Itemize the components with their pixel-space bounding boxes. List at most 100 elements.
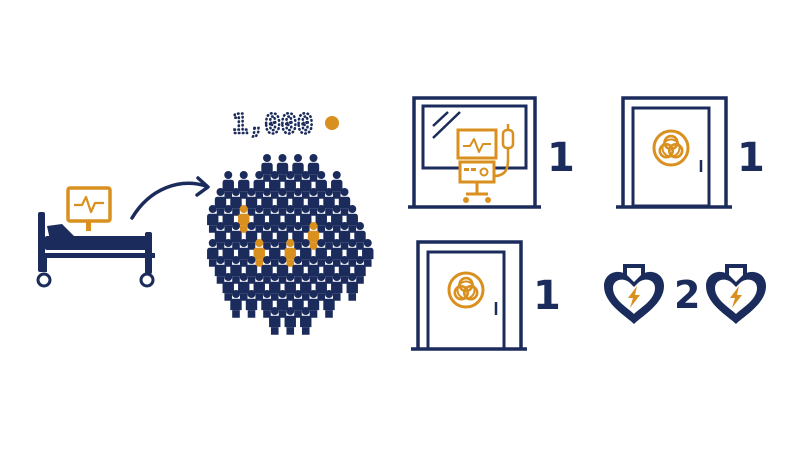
person-icon [346, 205, 358, 233]
defibrillator-heart-icon [706, 264, 766, 324]
person-icon [230, 222, 242, 250]
person-icon [284, 239, 296, 267]
person-icon [261, 188, 273, 216]
person-icon [300, 239, 312, 267]
curved-arrow-icon [130, 176, 210, 220]
people-crowd-icon [207, 154, 374, 335]
person-icon [253, 205, 265, 233]
isolation-room-top-count: 1 [737, 135, 765, 181]
person-icon [245, 222, 258, 250]
person-icon [300, 273, 312, 301]
person-icon [284, 273, 296, 301]
person-icon [315, 171, 327, 199]
person-icon [245, 290, 258, 318]
population-count-text: 1,000 [232, 109, 313, 140]
population-count: 1,000 [231, 108, 315, 142]
person-icon [207, 239, 219, 267]
person-icon [323, 256, 335, 284]
person-icon [253, 273, 265, 301]
person-icon [276, 256, 289, 284]
person-icon [307, 290, 320, 318]
person-icon [230, 256, 242, 284]
person-icon [307, 188, 320, 216]
person-icon [331, 239, 343, 267]
biohazard-room-top-icon [616, 96, 732, 209]
person-icon [300, 307, 312, 335]
person-icon [331, 205, 343, 233]
person-icon [323, 222, 335, 250]
person-icon [300, 205, 312, 233]
ventilator-room-icon [408, 96, 541, 209]
person-icon [269, 239, 281, 267]
person-icon [315, 273, 327, 301]
person-icon [214, 188, 227, 216]
person-icon [338, 256, 351, 284]
person-icon [222, 171, 234, 199]
person-icon [261, 154, 273, 182]
person-icon [214, 256, 227, 284]
person-icon [354, 222, 366, 250]
person-icon [315, 239, 327, 267]
person-icon [300, 171, 312, 199]
person-icon [346, 239, 358, 267]
person-icon [261, 222, 273, 250]
person-icon [331, 171, 343, 199]
person-icon [238, 239, 250, 267]
person-icon [245, 188, 258, 216]
person-icon [222, 239, 234, 267]
person-icon [307, 222, 320, 250]
person-icon [362, 239, 374, 267]
heart-monitor-icon [66, 186, 112, 231]
person-icon [261, 290, 273, 318]
person-icon [238, 171, 250, 199]
biohazard-symbol-icon [447, 271, 485, 309]
person-icon [292, 188, 304, 216]
person-icon [269, 307, 281, 335]
person-icon [222, 205, 234, 233]
ventilator-room-count: 1 [547, 135, 575, 181]
person-icon [315, 205, 327, 233]
person-icon [276, 154, 289, 182]
person-icon [323, 290, 335, 318]
person-icon [292, 256, 304, 284]
person-icon [261, 256, 273, 284]
person-icon [354, 256, 366, 284]
person-icon [338, 222, 351, 250]
person-icon [276, 188, 289, 216]
defibrillator-heart-icon [604, 264, 664, 324]
biohazard-symbol-icon [652, 129, 690, 167]
person-icon [307, 256, 320, 284]
person-icon [284, 307, 296, 335]
population-dot-icon [325, 116, 339, 130]
person-icon [276, 222, 289, 250]
person-icon [207, 205, 219, 233]
person-icon [292, 154, 304, 182]
defibrillator-count: 2 [674, 273, 701, 317]
isolation-room-bottom-count: 1 [533, 273, 561, 319]
person-icon [276, 290, 289, 318]
person-icon [331, 273, 343, 301]
person-icon [338, 188, 351, 216]
person-icon [214, 222, 227, 250]
biohazard-room-bottom-icon [411, 240, 527, 351]
person-icon [253, 239, 265, 267]
person-icon [269, 171, 281, 199]
person-icon [238, 205, 250, 233]
person-icon [230, 188, 242, 216]
person-icon [284, 205, 296, 233]
person-icon [245, 256, 258, 284]
person-icon [269, 273, 281, 301]
person-icon [284, 171, 296, 199]
person-icon [238, 273, 250, 301]
person-icon [253, 171, 265, 199]
person-icon [292, 290, 304, 318]
person-icon [323, 188, 335, 216]
person-icon [222, 273, 234, 301]
person-icon [269, 205, 281, 233]
person-icon [346, 273, 358, 301]
person-icon [307, 154, 320, 182]
person-icon [230, 290, 242, 318]
hospital-bed-icon [36, 212, 155, 288]
